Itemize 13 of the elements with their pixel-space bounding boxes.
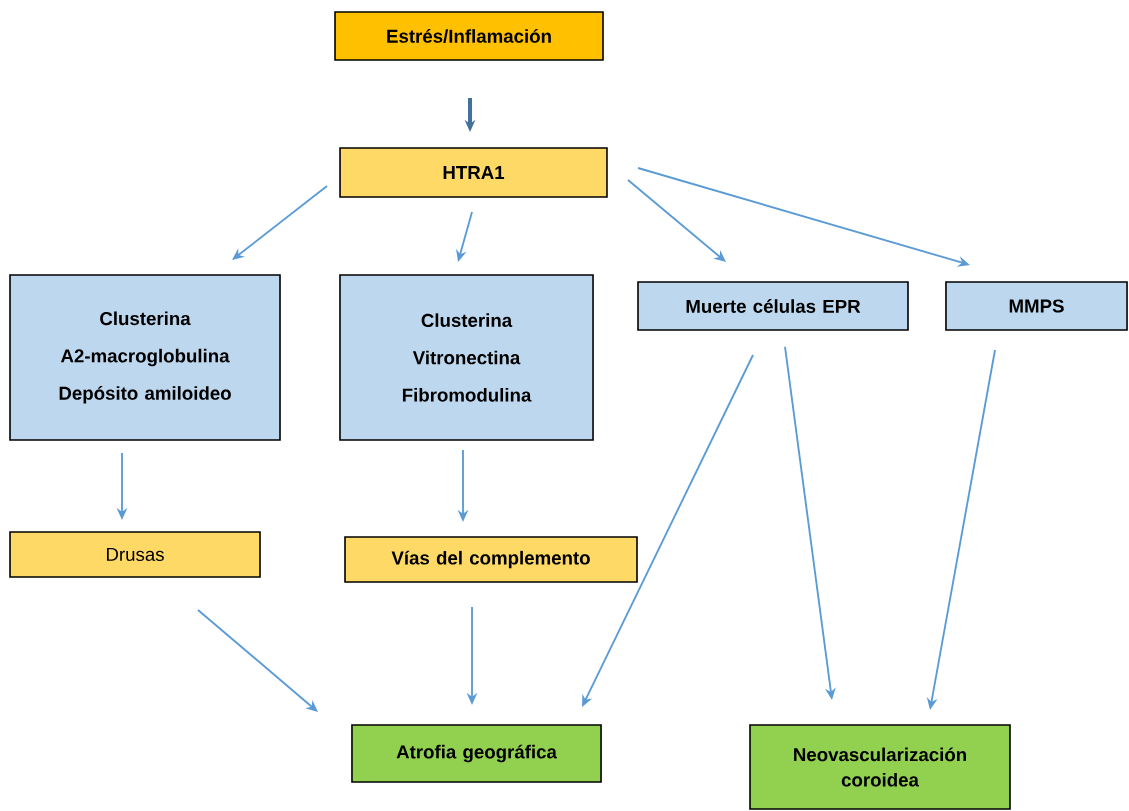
process-box: MMPS: [945, 281, 1128, 331]
arrow: [197, 609, 318, 712]
arrow: [627, 179, 726, 262]
arrow: [232, 185, 328, 260]
process-box: Atrofia geográfica: [351, 724, 602, 783]
process-box: Drusas: [9, 531, 261, 578]
process-box: Estrés/Inflamación: [334, 11, 604, 61]
process-box: Clusterina Vitronectina Fibromodulina: [339, 274, 594, 441]
process-box: Clusterina A2-macroglobulina Depósito amiloideo: [9, 274, 281, 441]
process-box: Muerte células EPR: [637, 281, 909, 331]
process-box: Neovascularización coroidea: [749, 724, 1011, 810]
process-box: HTRA1: [339, 147, 608, 198]
process-box: Vías del complemento: [344, 536, 638, 583]
